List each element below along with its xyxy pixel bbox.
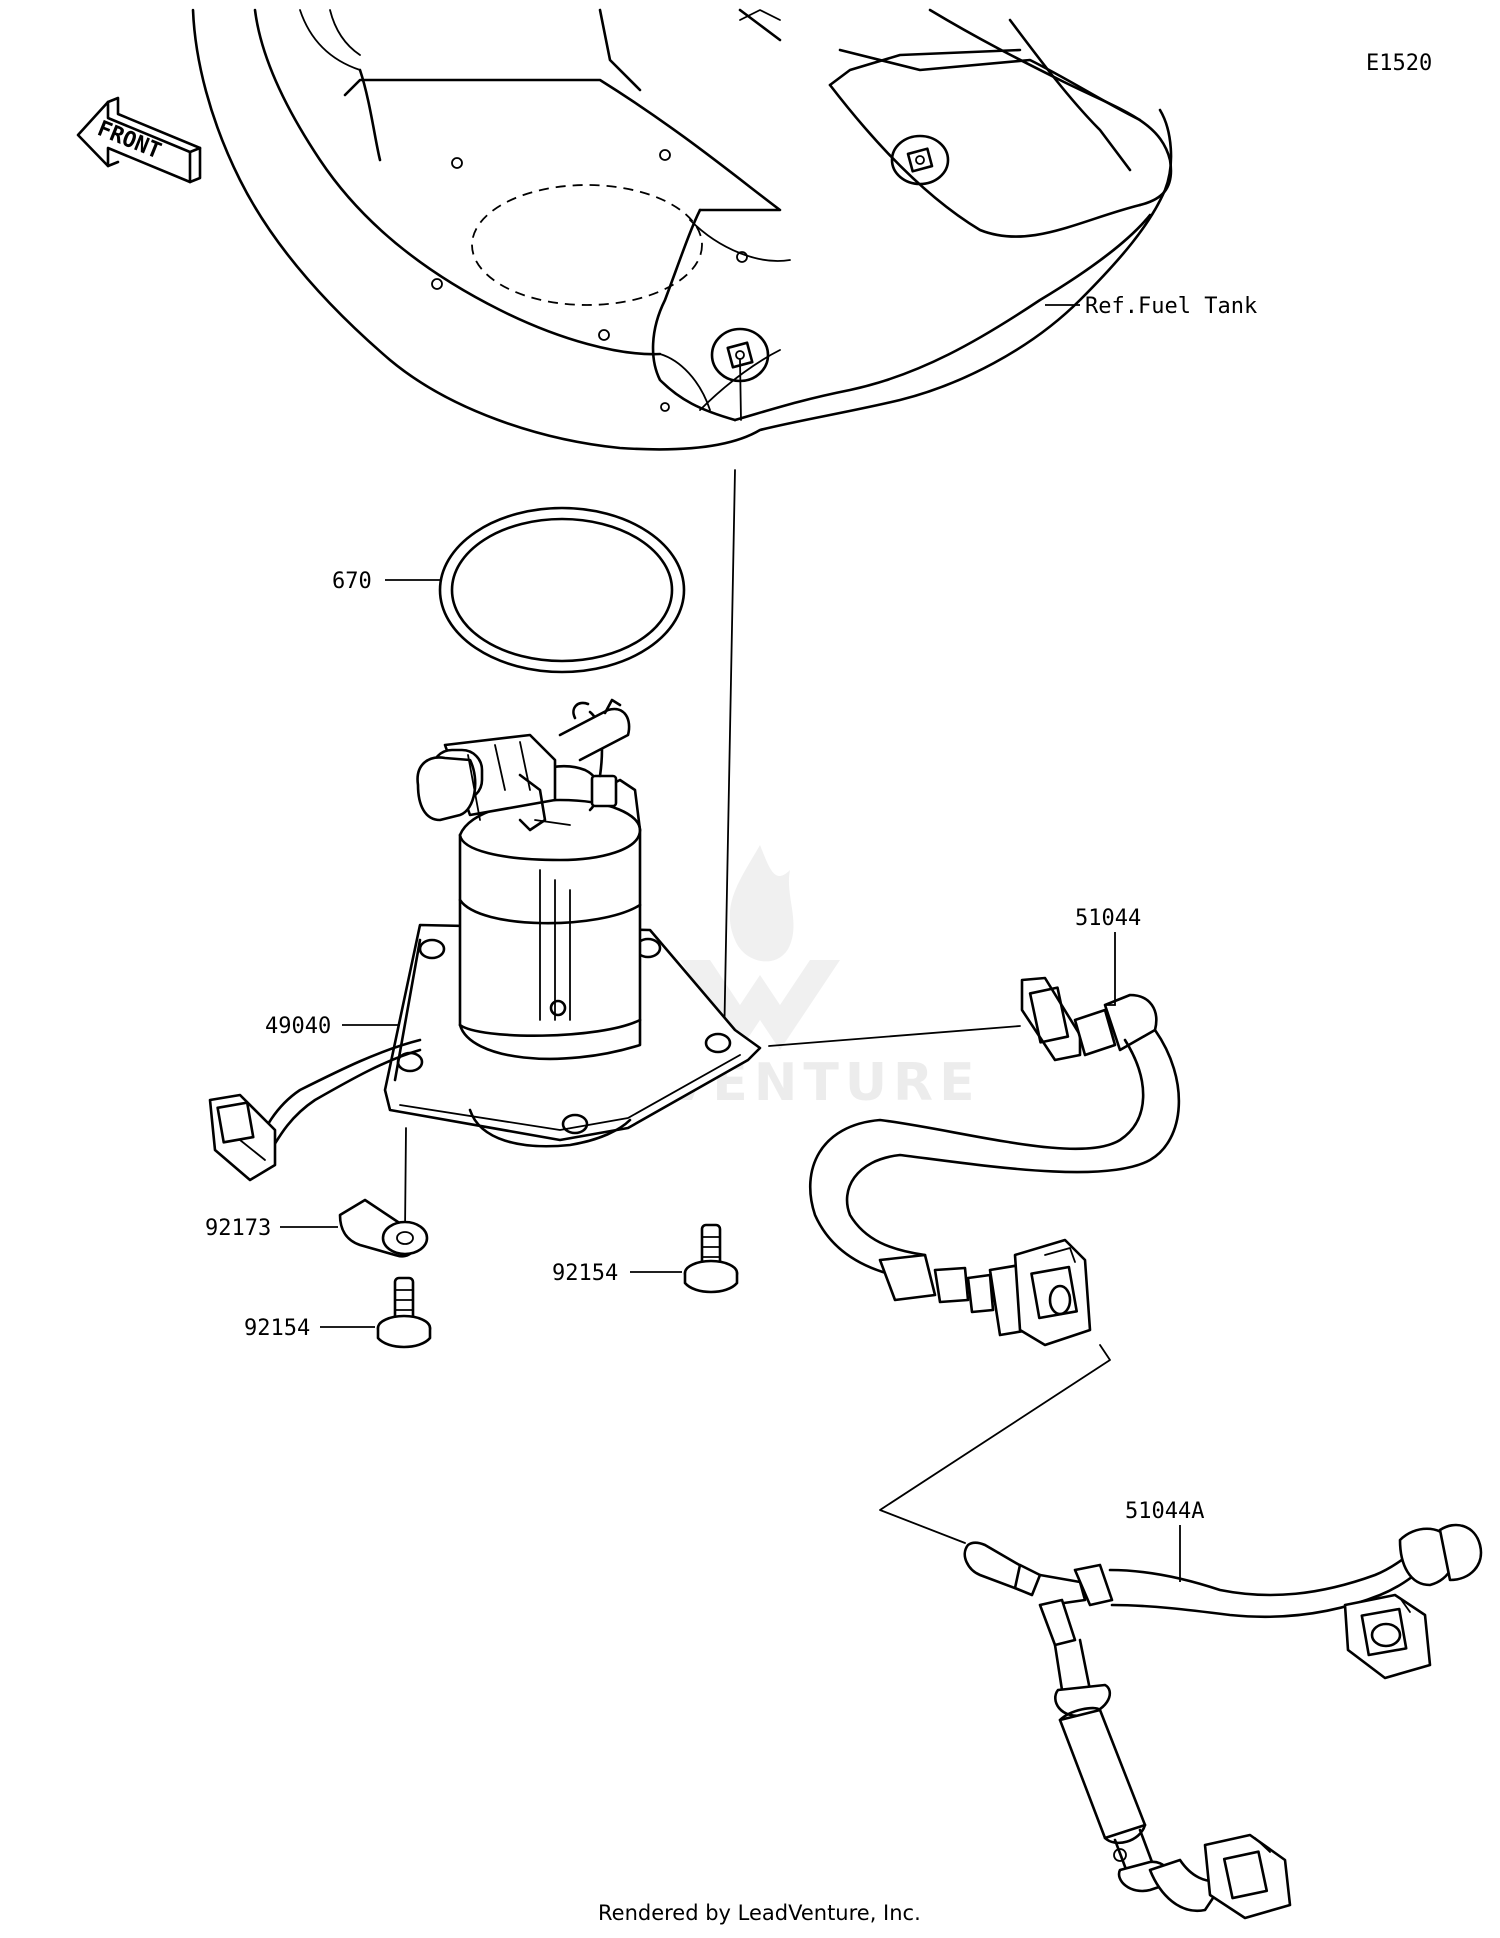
ref-fuel-tank-label: Ref.Fuel Tank [1085,294,1257,319]
part-label-92154-right: 92154 [552,1261,618,1286]
part-label-670: 670 [332,569,372,594]
part-label-92173: 92173 [205,1216,271,1241]
fuel-hose-51044a: 51044A [963,1499,1483,1920]
diagram-code: E1520 [1366,51,1432,76]
fuel-tank: Ref.Fuel Tank [191,8,1257,451]
bolt-92154-right: 92154 [552,1223,739,1294]
fuel-pump-49040: 49040 [208,698,762,1182]
tank-mount-boss-upper [890,134,950,186]
bolt-92154-left: 92154 [244,1276,432,1349]
part-label-51044: 51044 [1075,906,1141,931]
part-label-51044a: 51044A [1125,1499,1204,1524]
o-ring-670: 670 [332,506,686,674]
fuel-hose-51044: 51044 [808,906,1181,1347]
front-arrow-icon: FRONT [76,96,202,184]
part-label-49040: 49040 [265,1014,331,1039]
alignment-lines [404,359,1111,1544]
clamp-92173: 92173 [205,1198,429,1258]
render-credit: Rendered by LeadVenture, Inc. [598,1901,921,1925]
part-label-92154-left: 92154 [244,1316,310,1341]
